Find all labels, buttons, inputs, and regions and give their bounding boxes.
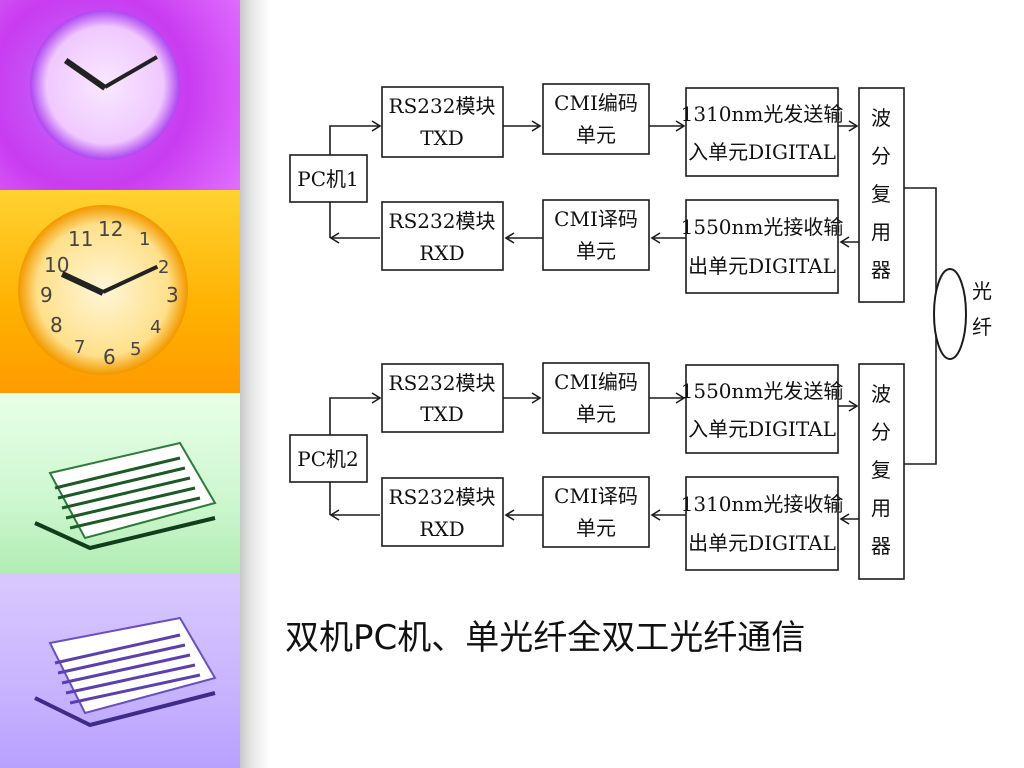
- wdm-1-char-5: 器: [871, 258, 891, 282]
- pc1-optical-tx-line2: 入单元DIGITAL: [688, 140, 836, 164]
- pc2-cmi-encoder-line1: CMI编码: [554, 370, 638, 394]
- pc2-rs232-rxd-line1: RS232模块: [389, 485, 496, 509]
- pc2-tx-connector: [330, 398, 380, 435]
- pc2-cmi-decoder-line2: 单元: [576, 516, 616, 540]
- pc1-optical-rx-box: [686, 200, 838, 293]
- optical-fiber-icon: [934, 269, 966, 359]
- pc2-cmi-encoder-line2: 单元: [576, 402, 616, 426]
- wdm-1-char-4: 用: [871, 220, 891, 244]
- pc1-cmi-encoder-line2: 单元: [576, 123, 616, 147]
- wdm-1-char-3: 复: [871, 182, 891, 206]
- fiber-link-line: [904, 188, 936, 464]
- pc2-rs232-rxd-line2: RXD: [419, 517, 464, 541]
- pc2-optical-rx-box: [686, 477, 838, 570]
- wdm-2-char-2: 分: [871, 420, 891, 444]
- pc2-optical-rx-line1: 1310nm光接收输: [681, 492, 844, 516]
- wdm-2-char-3: 复: [871, 458, 891, 482]
- wdm-2-char-4: 用: [871, 496, 891, 520]
- pc2-rs232-txd-line1: RS232模块: [389, 371, 496, 395]
- fiber-label-char-1: 光: [972, 279, 992, 303]
- pc1-rs232-rxd-line1: RS232模块: [389, 209, 496, 233]
- pc1-optical-rx-line2: 出单元DIGITAL: [688, 254, 836, 278]
- wdm-2-char-5: 器: [871, 534, 891, 558]
- pc1-rs232-rxd-line2: RXD: [419, 241, 464, 265]
- wdm-1-char-1: 波: [871, 106, 891, 130]
- fiber-label-char-2: 纤: [972, 315, 992, 339]
- pc1-cmi-decoder-line2: 单元: [576, 239, 616, 263]
- pc1-rs232-txd-line1: RS232模块: [389, 94, 496, 118]
- pc1-label: PC机1: [297, 167, 358, 191]
- pc1-rs232-txd-line2: TXD: [420, 126, 464, 150]
- wdm-1-char-2: 分: [871, 144, 891, 168]
- pc2-label: PC机2: [297, 447, 358, 471]
- pc1-cmi-decoder-line1: CMI译码: [554, 207, 638, 231]
- pc2-cmi-decoder-line1: CMI译码: [554, 484, 638, 508]
- pc2-rs232-txd-line2: TXD: [420, 402, 464, 426]
- pc2-optical-tx-line1: 1550nm光发送输: [681, 379, 844, 403]
- pc1-optical-rx-line1: 1550nm光接收输: [681, 215, 844, 239]
- pc1-cmi-encoder-line1: CMI编码: [554, 91, 638, 115]
- pc2-optical-rx-line2: 出单元DIGITAL: [688, 531, 836, 555]
- pc1-tx-connector: [330, 126, 380, 155]
- wdm-2-char-1: 波: [871, 382, 891, 406]
- diagram-caption: 双机PC机、单光纤全双工光纤通信: [285, 610, 1005, 660]
- pc1-optical-tx-line1: 1310nm光发送输: [681, 102, 844, 126]
- pc2-optical-tx-line2: 入单元DIGITAL: [688, 417, 836, 441]
